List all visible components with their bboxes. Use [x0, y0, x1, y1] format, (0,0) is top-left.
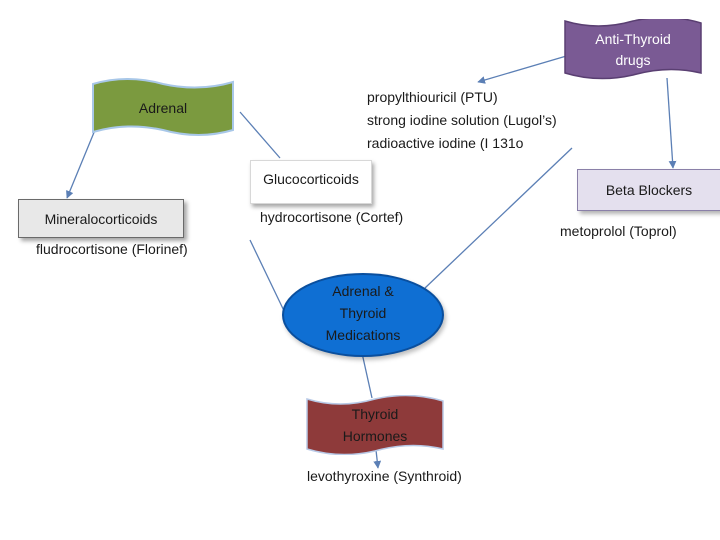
anti-thyroid-line2: drugs	[615, 52, 651, 68]
anti-thyroid-drugs-node: Anti-Thyroid drugs	[563, 19, 703, 81]
radioactive-iodine-text: radioactive iodine (I 131o	[367, 135, 524, 151]
levothyroxine-text: levothyroxine (Synthroid)	[307, 468, 462, 484]
arrow-thyroid-hormones-to-levothyroxine	[373, 449, 382, 469]
anti-thyroid-banner-shape	[564, 19, 702, 80]
beta-blockers-label: Beta Blockers	[605, 182, 693, 198]
adrenal-banner-shape	[92, 78, 234, 136]
link-center-to-thyroid-hormones	[361, 352, 373, 399]
thyroid-hormones-banner-shape	[306, 395, 444, 455]
center-line1: Adrenal &	[332, 283, 394, 299]
fludrocortisone-text: fludrocortisone (Florinef)	[36, 241, 188, 257]
link-center-to-radioactive-iodine	[424, 147, 573, 289]
center-line3: Medications	[325, 327, 401, 343]
mineralocorticoids-label: Mineralocorticoids	[44, 210, 158, 227]
center-line2: Thyroid	[339, 305, 387, 321]
beta-blockers-node: Beta Blockers	[577, 169, 720, 211]
lugols-text: strong iodine solution (Lugol’s)	[367, 112, 557, 128]
arrow-antithyroid-to-ptu	[477, 51, 581, 84]
link-hydrocortisone-to-center	[249, 239, 287, 316]
thyroid-hormones-line2: Hormones	[342, 428, 408, 444]
link-adrenal-to-mineralocorticoids	[66, 129, 96, 199]
adrenal-thyroid-medications-node: Adrenal & Thyroid Medications	[282, 273, 444, 357]
adrenal-label: Adrenal	[138, 100, 188, 116]
ptu-text: propylthiouricil (PTU)	[367, 89, 498, 105]
mineralocorticoids-node: Mineralocorticoids	[18, 199, 184, 238]
anti-thyroid-line1: Anti-Thyroid	[595, 31, 671, 47]
metoprolol-text: metoprolol (Toprol)	[560, 223, 677, 239]
hydrocortisone-text: hydrocortisone (Cortef)	[260, 209, 404, 225]
thyroid-hormones-line1: Thyroid	[351, 406, 399, 422]
glucocorticoids-label: Glucocorticoids	[263, 171, 359, 187]
link-adrenal-to-glucocorticoids	[239, 111, 281, 159]
thyroid-hormones-node: Thyroid Hormones	[305, 395, 445, 455]
adrenal-node: Adrenal	[91, 78, 235, 138]
arrow-antithyroid-to-beta-blockers	[666, 77, 677, 169]
glucocorticoids-node: Glucocorticoids	[250, 160, 372, 204]
